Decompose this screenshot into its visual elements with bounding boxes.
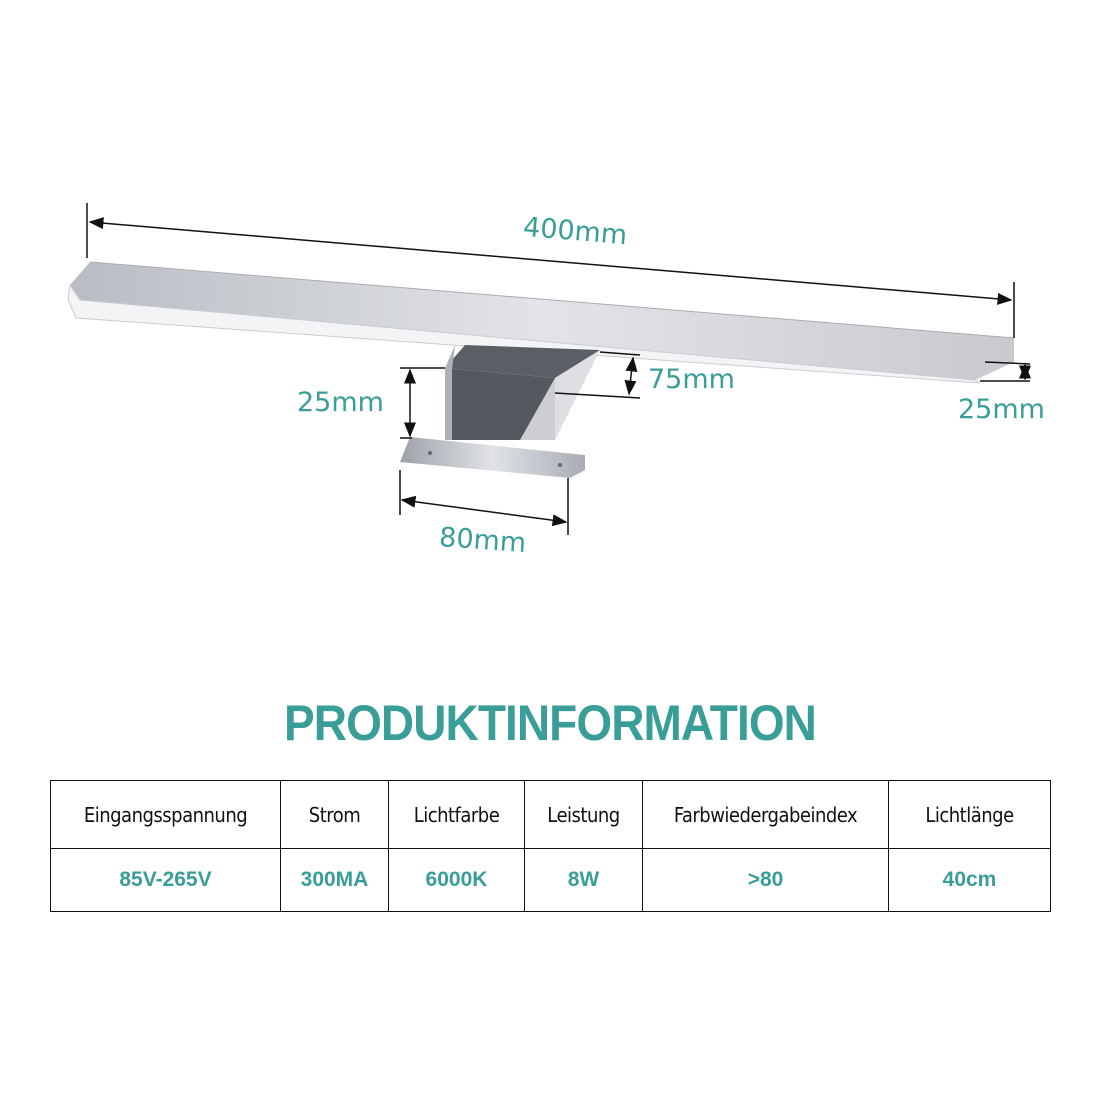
value-cell: 8W [524, 848, 643, 912]
header-cell: Leistung [524, 780, 643, 849]
header-cell: Farbwiedergabeindex [642, 780, 889, 849]
bracket-depth-label: 75mm [648, 364, 735, 395]
value-cell: >80 [642, 848, 889, 912]
header-cell: Lichtlänge [888, 780, 1051, 849]
lamp-bracket [400, 345, 600, 478]
bracket-height-label: 25mm [297, 387, 384, 418]
base-width-label: 80mm [438, 522, 527, 559]
value-cell: 6000K [388, 848, 525, 912]
header-cell: Lichtfarbe [388, 780, 525, 849]
value-cell: 85V-265V [50, 848, 281, 912]
table-header-row: Eingangsspannung Strom Lichtfarbe Leistu… [50, 780, 1051, 849]
length-label: 400mm [522, 212, 628, 251]
header-cell: Eingangsspannung [50, 780, 281, 849]
value-cell: 300MA [280, 848, 389, 912]
table-row: 85V-265V 300MA 6000K 8W >80 40cm [50, 848, 1051, 912]
product-dimension-diagram: 400mm 75mm 25mm 25mm 80mm [67, 203, 1045, 559]
dimension-lines [86, 203, 1031, 535]
section-title: PRODUKTINFORMATION [284, 695, 817, 751]
product-info-table: Eingangsspannung Strom Lichtfarbe Leistu… [50, 780, 1051, 912]
value-cell: 40cm [888, 848, 1051, 912]
bar-height-label: 25mm [958, 394, 1045, 425]
header-cell: Strom [280, 780, 389, 849]
